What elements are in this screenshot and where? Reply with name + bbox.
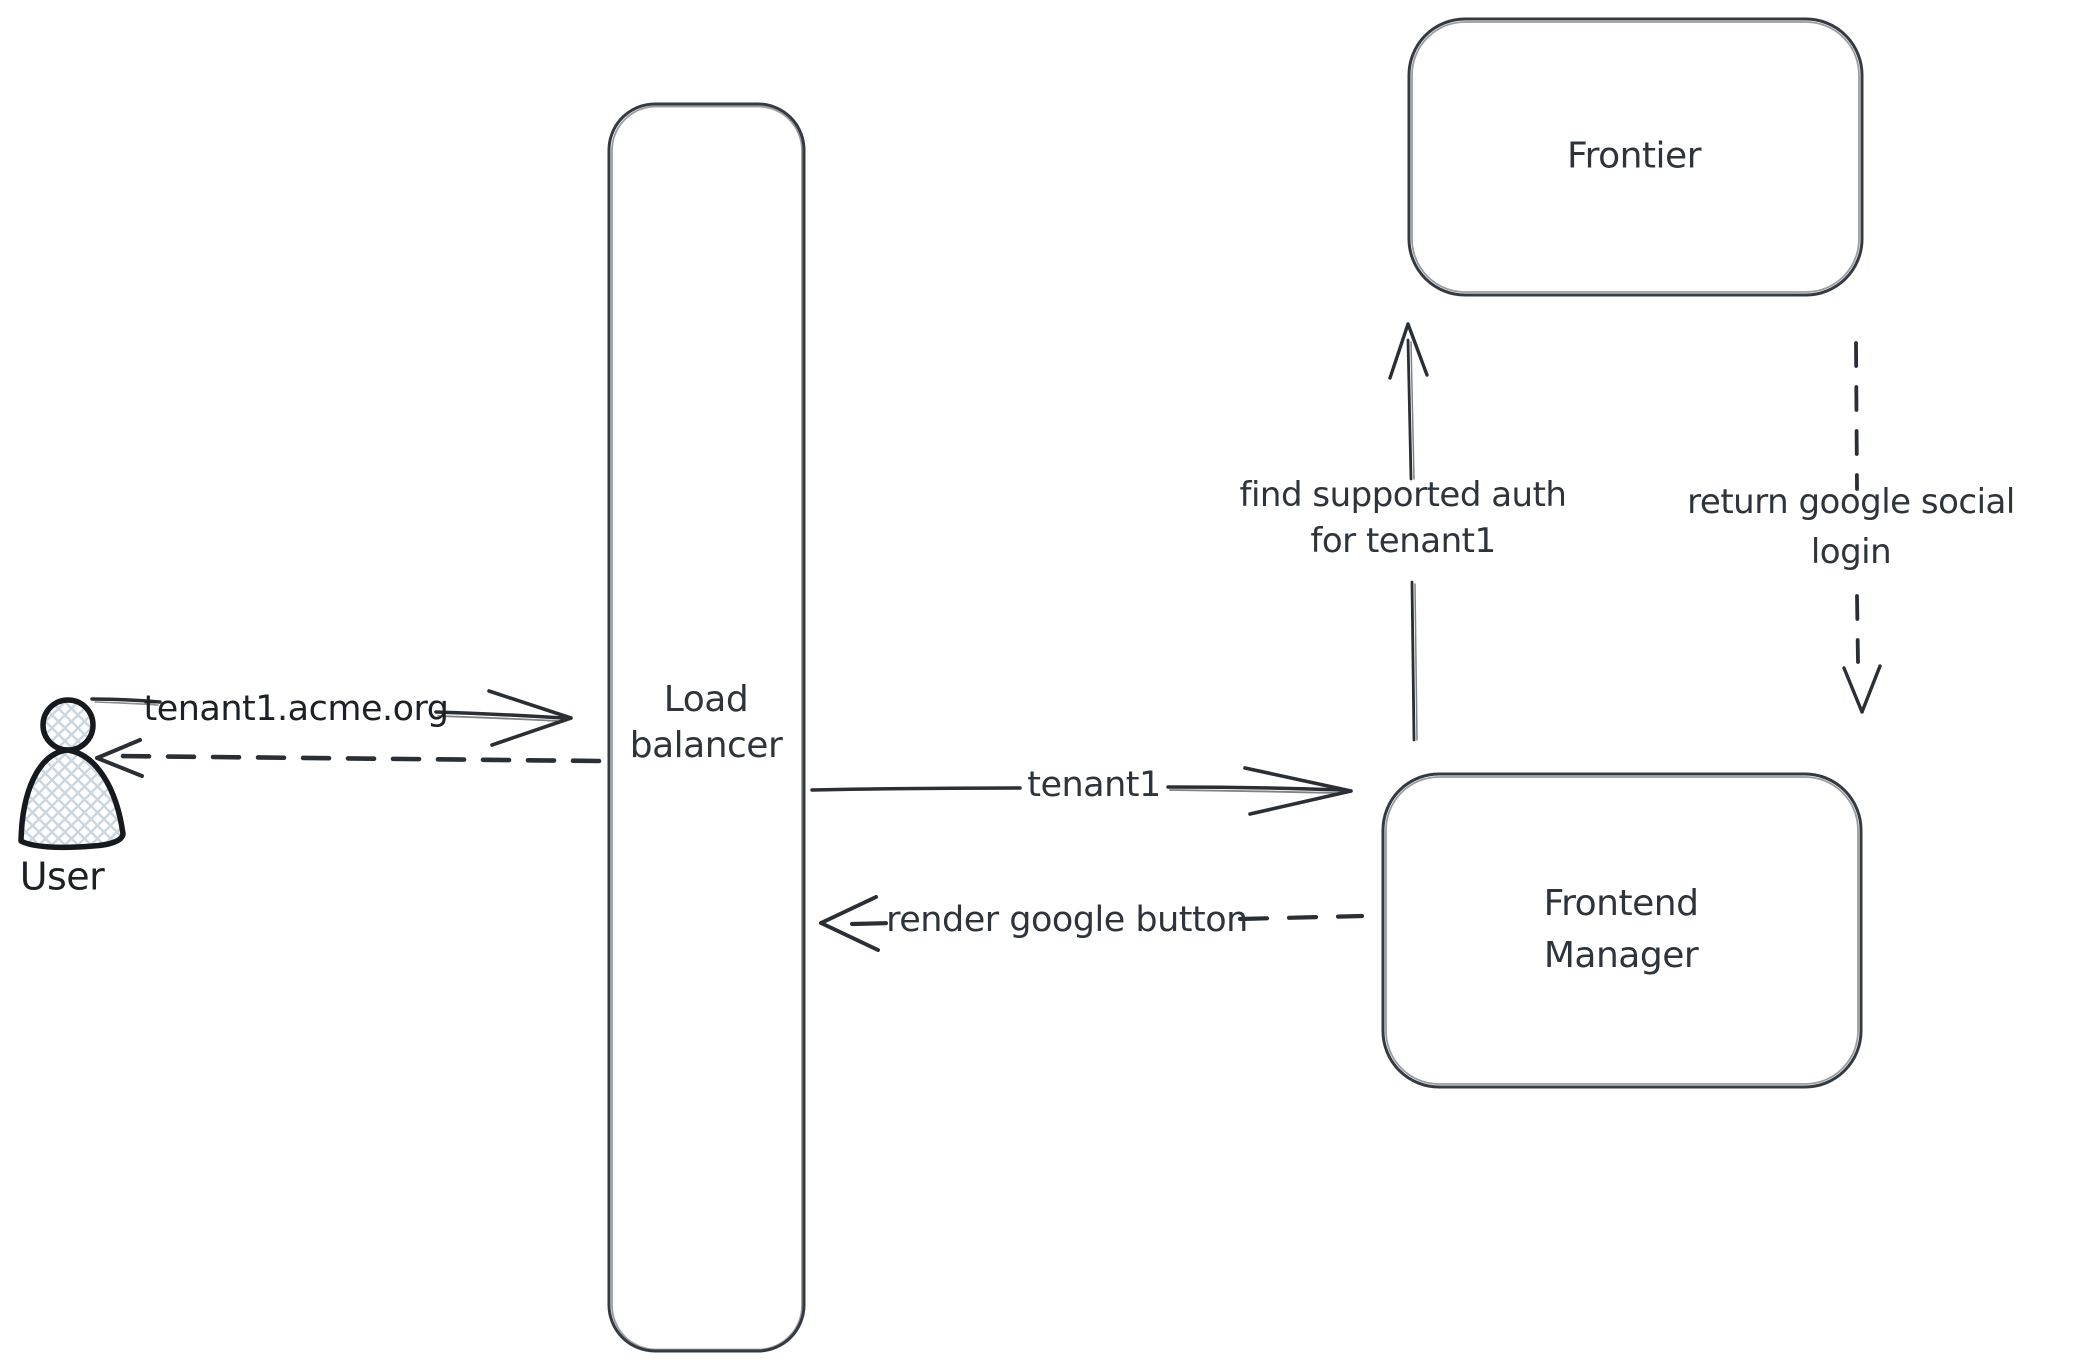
load-balancer-label: Load balancer (630, 677, 783, 769)
arrow-frontend-manager-to-load-balancer (819, 895, 1365, 952)
user-icon (18, 697, 126, 851)
load-balancer-label-line2: balancer (629, 725, 783, 766)
arrowhead-right (1243, 766, 1353, 816)
frontend-manager-label-line2: Manager (1543, 935, 1699, 976)
arrow-load-balancer-to-frontend-manager (810, 766, 1353, 816)
arrow-frontend-manager-to-frontier (1388, 322, 1429, 742)
edge-label-render-google-button: render google button (886, 900, 1248, 941)
load-balancer-box (607, 102, 806, 1353)
arrowhead-right (487, 689, 573, 747)
arrow-load-balancer-to-user (95, 738, 602, 778)
load-balancer-label-line1: Load (663, 679, 749, 720)
arrowhead-left (95, 738, 144, 778)
edge-label-find-supported-auth-line1: find supported auth (1239, 475, 1567, 515)
arrow-user-to-load-balancer (90, 689, 573, 747)
arrowhead-left (819, 895, 880, 952)
arrowhead-down (1842, 664, 1882, 714)
user-icon-body (18, 747, 126, 851)
user-label: User (19, 854, 105, 899)
frontend-manager-box (1381, 772, 1863, 1089)
frontend-manager-label: Frontend Manager (1544, 878, 1699, 982)
frontend-manager-label-line1: Frontend (1543, 883, 1699, 924)
edge-label-tenant1-acme-org: tenant1.acme.org (143, 689, 449, 730)
edge-label-return-google-social-login-line1: return google social (1687, 482, 2015, 522)
frontier-box (1407, 17, 1864, 297)
edge-label-tenant1: tenant1 (1027, 765, 1161, 806)
frontier-label: Frontier (1566, 135, 1702, 177)
edge-label-return-google-social-login-line2: login (1810, 532, 1892, 572)
arrow-frontier-to-frontend-manager (1842, 341, 1882, 714)
user-icon-head (40, 697, 96, 753)
arrowhead-up (1388, 322, 1429, 380)
edge-label-return-google-social-login: return google social login (1687, 477, 2015, 577)
edge-label-find-supported-auth: find supported auth for tenant1 (1240, 472, 1567, 564)
edge-label-find-supported-auth-line2: for tenant1 (1310, 521, 1496, 561)
